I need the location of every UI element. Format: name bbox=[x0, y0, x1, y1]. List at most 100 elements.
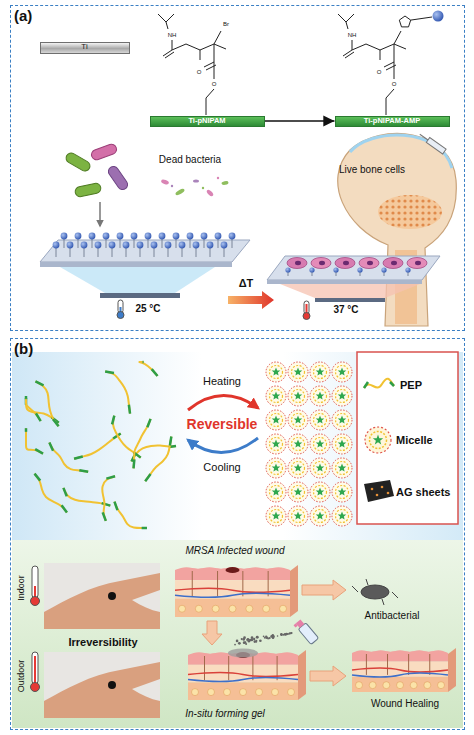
chemical-structure-part bbox=[345, 52, 354, 58]
condition-label: Indoor bbox=[16, 575, 26, 601]
bone-cells-part-part bbox=[287, 258, 307, 269]
micelle-lattice-part-part bbox=[270, 510, 283, 523]
polymer-brush-part-part bbox=[70, 248, 71, 257]
bar-label: Ti-pNIPAM-AMP bbox=[364, 117, 420, 125]
micelle-lattice-part bbox=[332, 458, 352, 478]
dead-bacteria-fragments-part bbox=[161, 179, 170, 185]
chemical-structure-part bbox=[433, 11, 444, 22]
hand-photo-part bbox=[44, 563, 160, 629]
pep-chains-part-part bbox=[35, 474, 41, 481]
atom-label: NH bbox=[348, 32, 357, 39]
pep-chains-part bbox=[35, 474, 67, 513]
spray-bottle-part bbox=[296, 619, 304, 627]
skin-section-part bbox=[224, 689, 231, 696]
polymer-brush-part bbox=[193, 242, 200, 257]
cartilage bbox=[350, 135, 452, 168]
micelle-lattice-part-part bbox=[336, 462, 349, 475]
micelle-lattice-part-part bbox=[294, 440, 303, 448]
spongy-bone bbox=[378, 195, 442, 229]
skin-section bbox=[188, 649, 306, 701]
micelle-lattice-part-part bbox=[338, 416, 347, 424]
micelle-lattice-part-part bbox=[272, 512, 281, 520]
micelle-lattice-part-part bbox=[310, 434, 330, 454]
spray-droplets-part bbox=[243, 636, 246, 639]
micelle-lattice-part-part bbox=[294, 512, 303, 520]
micelle-lattice-part-part bbox=[336, 414, 349, 427]
pep-chains-part-part bbox=[129, 405, 130, 414]
micelle-lattice-part-part bbox=[266, 434, 286, 454]
substrate-platform bbox=[267, 256, 440, 280]
polymer-brush-part-part bbox=[360, 272, 361, 276]
chemical-structure-part bbox=[214, 62, 215, 79]
skin-section-part bbox=[424, 682, 431, 689]
micelle-lattice-part-part bbox=[292, 486, 305, 499]
spray-droplets-part bbox=[281, 634, 283, 636]
micelle-lattice-part-part bbox=[310, 362, 330, 382]
ag-sheet-icon-part bbox=[376, 494, 379, 497]
micelle-lattice-part-part bbox=[316, 488, 325, 496]
spray-droplets-part bbox=[285, 633, 288, 636]
polymer-brush-part-part bbox=[103, 233, 110, 240]
dead-bacteria-fragments-part bbox=[206, 189, 214, 197]
chemical-structure bbox=[158, 14, 226, 115]
micelle-lattice-part-part bbox=[266, 506, 286, 526]
spray-droplets-part bbox=[280, 633, 283, 636]
pep-chains-part-part bbox=[79, 470, 88, 472]
polymer-brush-part bbox=[405, 267, 410, 276]
micelle-lattice-part-part bbox=[266, 458, 286, 478]
panel-label: (a) bbox=[14, 8, 32, 25]
spray-droplets-part bbox=[289, 632, 291, 634]
micelle-lattice-part-part bbox=[294, 392, 303, 400]
process-label: Reversible bbox=[187, 416, 258, 432]
pep-chains-part-part bbox=[36, 413, 41, 421]
micelle-lattice-part-part bbox=[266, 386, 286, 406]
polymer-brush-part-part bbox=[106, 239, 107, 248]
skin-section-part bbox=[204, 656, 205, 680]
micelle-lattice-part-part bbox=[336, 510, 349, 523]
micelle-lattice-part-part bbox=[336, 486, 349, 499]
skin-section-part bbox=[240, 689, 247, 696]
thermometer-icon bbox=[117, 300, 124, 319]
heat-projection bbox=[60, 267, 215, 293]
bone-cells-part-part bbox=[407, 258, 427, 269]
polymer-brush-part-part bbox=[309, 267, 314, 272]
micelle-lattice-part-part bbox=[314, 438, 327, 451]
micelle-lattice-part bbox=[288, 482, 308, 502]
pep-chains-part-part bbox=[35, 381, 58, 426]
polymer-brush-part-part bbox=[210, 248, 211, 257]
skin-section-part bbox=[383, 682, 390, 689]
polymer-brush-part bbox=[179, 242, 186, 257]
bacterium-icon-part bbox=[392, 592, 398, 598]
thermometer-icon-part bbox=[32, 566, 38, 598]
bacteria-part bbox=[64, 151, 92, 173]
chemical-structure-part bbox=[352, 40, 353, 50]
micelle-lattice-part-part bbox=[272, 416, 281, 424]
dead-bacteria-fragments-part bbox=[193, 179, 199, 182]
polymer-brush-part-part bbox=[165, 242, 172, 249]
micelle-lattice-part-part bbox=[310, 506, 330, 526]
micelle-lattice-part bbox=[288, 410, 308, 430]
micelle-lattice-part-part bbox=[316, 368, 325, 376]
polymer-brush-part-part bbox=[336, 272, 337, 276]
spray-droplets-part bbox=[264, 637, 266, 639]
spray-droplets-part bbox=[269, 637, 271, 639]
pep-chains-part-part bbox=[26, 428, 43, 453]
temperature-label: 25 °C bbox=[135, 303, 160, 315]
dead-bacteria-fragments-part bbox=[221, 181, 229, 186]
micelle-lattice-part-part bbox=[316, 464, 325, 472]
skin-section-part bbox=[212, 605, 219, 612]
spray-droplets-part bbox=[289, 633, 291, 635]
polymer-brush-part-part bbox=[159, 233, 166, 240]
polymer-brush-part bbox=[145, 233, 152, 248]
chemical-structure-part bbox=[394, 62, 395, 79]
polymer-brush-part-part bbox=[196, 248, 197, 257]
polymer-brush-part bbox=[309, 267, 314, 276]
spray-droplets-part bbox=[280, 634, 282, 636]
bone-cells-part bbox=[311, 258, 331, 269]
pep-chains-part-part bbox=[112, 416, 114, 425]
skin-section-part bbox=[448, 648, 456, 692]
pep-chains-part-part bbox=[49, 443, 88, 472]
polymer-brush-part-part bbox=[123, 242, 130, 249]
